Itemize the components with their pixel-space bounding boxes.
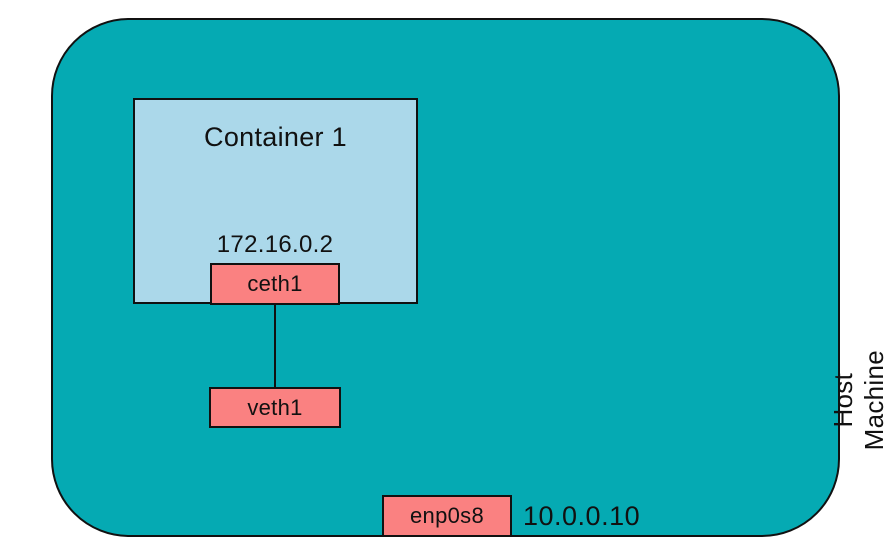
- host-machine-label-line1: Host: [827, 372, 858, 428]
- ceth1-interface-label: ceth1: [247, 271, 303, 296]
- enp0s8-interface-box: enp0s8: [382, 495, 512, 537]
- host-machine-label-line2: Machine: [859, 350, 889, 451]
- host-machine-label: Host Machine: [828, 320, 889, 480]
- container1-title: Container 1: [204, 122, 347, 152]
- host-ip-label: 10.0.0.10: [523, 501, 641, 531]
- container1-ip-label: 172.16.0.2: [216, 231, 334, 258]
- veth1-interface-label: veth1: [247, 394, 303, 420]
- ceth1-interface-box: ceth1: [210, 263, 340, 305]
- enp0s8-interface-label: enp0s8: [410, 503, 484, 528]
- veth1-interface-box: veth1: [209, 387, 341, 428]
- veth-pair-link-line: [274, 304, 276, 388]
